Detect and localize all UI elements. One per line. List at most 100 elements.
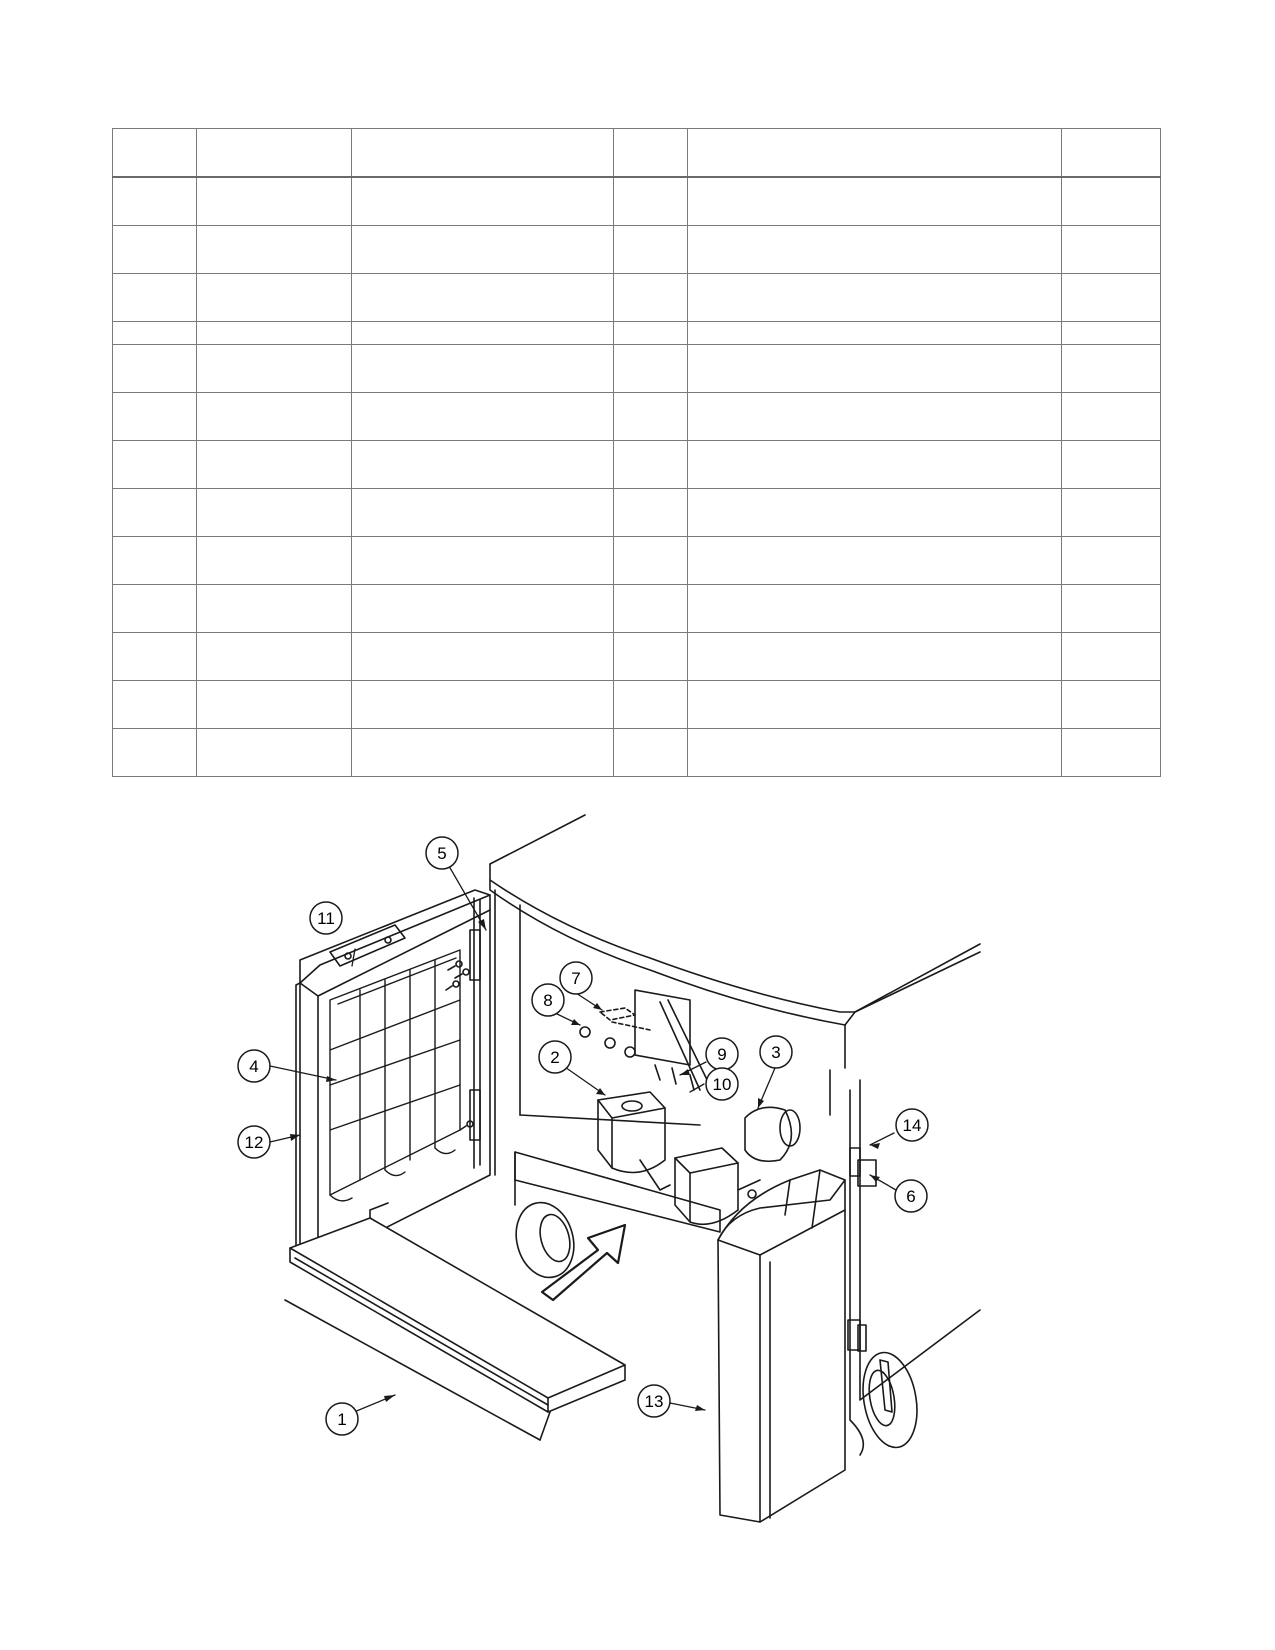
table-cell xyxy=(687,273,1062,322)
table-cell xyxy=(112,488,197,537)
table-row xyxy=(112,321,1161,345)
table-cell xyxy=(351,584,614,633)
table-row xyxy=(112,176,1161,226)
table-cell xyxy=(1061,392,1161,441)
table-cell xyxy=(351,680,614,729)
table-cell xyxy=(613,440,688,489)
table-cell xyxy=(112,440,197,489)
table-cell xyxy=(196,728,352,777)
callout-5: 5 xyxy=(425,836,459,870)
table-row xyxy=(112,632,1161,681)
table-cell xyxy=(1061,632,1161,681)
table-cell xyxy=(613,344,688,393)
table-cell xyxy=(351,273,614,322)
table-cell xyxy=(613,680,688,729)
table-cell xyxy=(112,128,197,178)
table-cell xyxy=(1061,176,1161,226)
door-screws xyxy=(445,960,474,1131)
pull-out-shelf xyxy=(284,1202,626,1441)
callout-7: 7 xyxy=(559,961,593,995)
callout-7-label: 7 xyxy=(571,969,580,988)
table-row xyxy=(112,392,1161,441)
callout-13-label: 13 xyxy=(645,1392,664,1411)
wire-rack xyxy=(329,949,461,1202)
table-cell xyxy=(112,176,197,226)
cabinet-top xyxy=(489,814,981,1069)
table-cell xyxy=(613,225,688,274)
callout-9: 9 xyxy=(705,1037,739,1071)
callout-14-label: 14 xyxy=(903,1116,922,1135)
table-cell xyxy=(351,536,614,585)
callout-11-label: 11 xyxy=(317,909,335,928)
table-cell xyxy=(196,273,352,322)
table-cell xyxy=(613,632,688,681)
table-cell xyxy=(112,584,197,633)
callout-6: 6 xyxy=(894,1179,928,1213)
callout-10: 10 xyxy=(705,1067,739,1101)
table-cell xyxy=(112,225,197,274)
callout-5-label: 5 xyxy=(437,844,446,863)
table-cell xyxy=(613,321,688,345)
table-cell xyxy=(112,632,197,681)
table-cell xyxy=(613,176,688,226)
callout-4-label: 4 xyxy=(249,1057,258,1076)
callout-11: 11 xyxy=(309,901,343,935)
table-cell xyxy=(613,728,688,777)
table-cell xyxy=(1061,344,1161,393)
table-cell xyxy=(687,440,1062,489)
table-row xyxy=(112,728,1161,777)
table-cell xyxy=(1061,728,1161,777)
table-cell xyxy=(196,176,352,226)
table-row xyxy=(112,536,1161,585)
table-cell xyxy=(196,344,352,393)
table-cell xyxy=(1061,680,1161,729)
table-cell xyxy=(687,680,1062,729)
table-cell xyxy=(196,488,352,537)
pump-unit-center xyxy=(674,1147,761,1226)
table-cell xyxy=(1061,273,1161,322)
table-cell xyxy=(687,225,1062,274)
table-cell xyxy=(196,536,352,585)
table-cell xyxy=(351,392,614,441)
leader-arrowheads xyxy=(290,919,880,1411)
table-row xyxy=(112,680,1161,729)
callout-14: 14 xyxy=(895,1108,929,1142)
table-cell xyxy=(112,321,197,345)
table-cell xyxy=(351,632,614,681)
caster-wheel xyxy=(515,1201,575,1279)
table-cell xyxy=(196,392,352,441)
cabinet-right-side xyxy=(847,1079,981,1456)
table-cell xyxy=(351,344,614,393)
table-cell xyxy=(112,392,197,441)
table-row xyxy=(112,273,1161,322)
pump-unit-left xyxy=(597,1091,671,1191)
table-row xyxy=(112,440,1161,489)
table-cell xyxy=(196,632,352,681)
table-cell xyxy=(1061,321,1161,345)
table-cell xyxy=(687,728,1062,777)
callout-1-label: 1 xyxy=(337,1410,346,1429)
exploded-view-drawing: 1 2 3 4 5 6 7 8 xyxy=(237,814,981,1523)
table-row xyxy=(112,344,1161,393)
table-cell xyxy=(351,176,614,226)
callout-2: 2 xyxy=(538,1040,572,1074)
table-row xyxy=(112,488,1161,537)
table-cell xyxy=(613,488,688,537)
callout-3: 3 xyxy=(759,1035,793,1069)
table-cell xyxy=(196,680,352,729)
left-door xyxy=(295,889,491,1263)
table-cell xyxy=(196,584,352,633)
callout-1: 1 xyxy=(325,1402,359,1436)
table-cell xyxy=(613,128,688,178)
callout-8-label: 8 xyxy=(543,991,552,1010)
callout-8: 8 xyxy=(531,983,565,1017)
table-row xyxy=(112,584,1161,633)
parts-table-body xyxy=(112,128,1161,777)
table-cell xyxy=(1061,440,1161,489)
table-cell xyxy=(112,344,197,393)
table-cell xyxy=(196,440,352,489)
table-cell xyxy=(112,536,197,585)
table-cell xyxy=(1061,128,1161,178)
table-cell xyxy=(112,728,197,777)
table-cell xyxy=(613,584,688,633)
